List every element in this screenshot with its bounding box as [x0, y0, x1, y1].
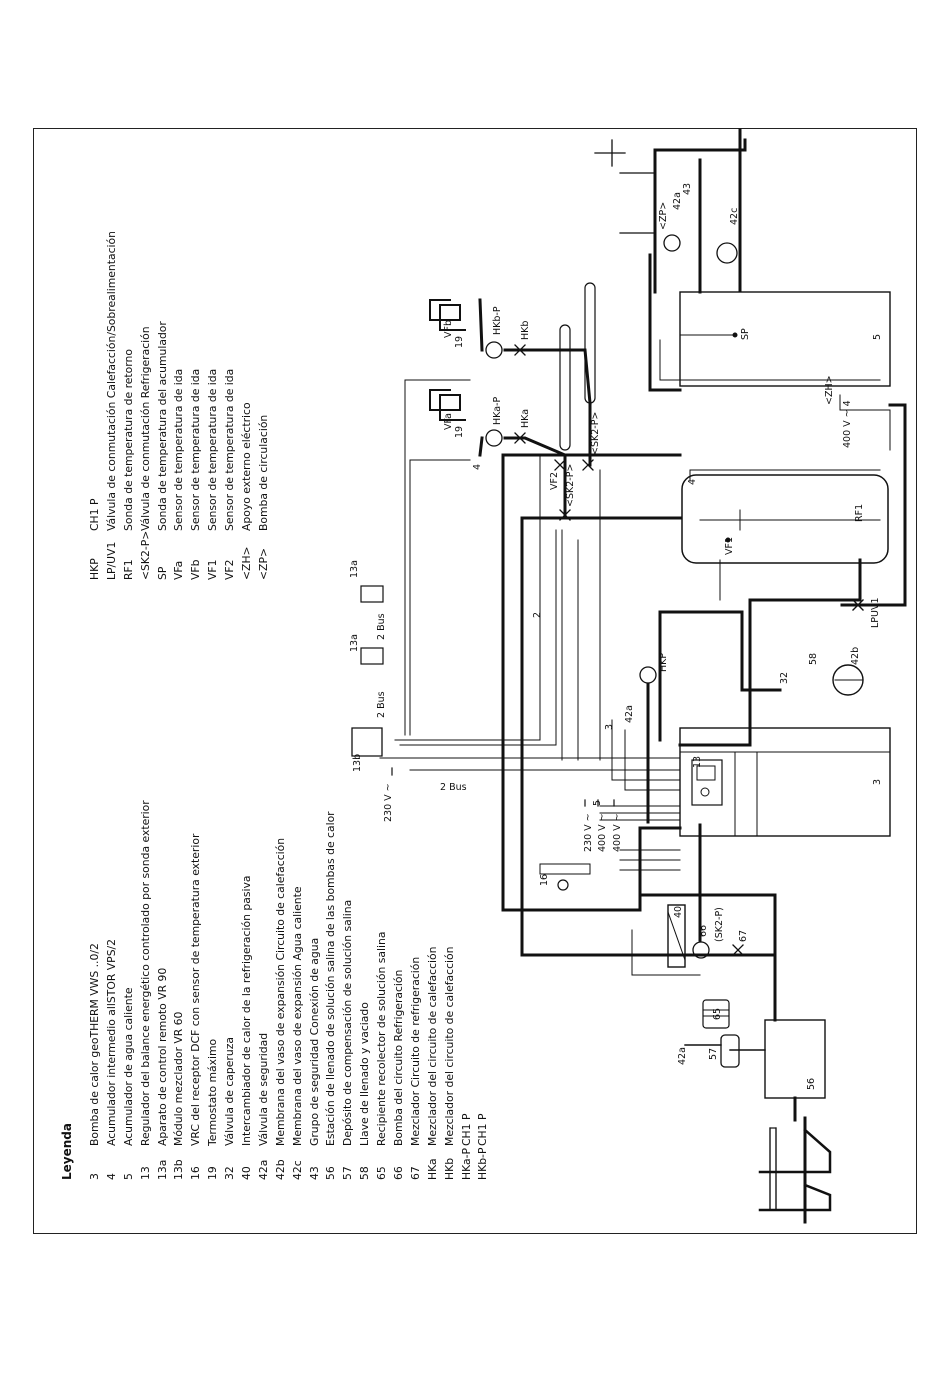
label-sp: SP	[740, 328, 751, 340]
label-heat-pump: 3	[872, 779, 883, 785]
label-buffer-tank: 4	[687, 479, 698, 485]
floor-heating-a	[429, 389, 466, 421]
label-hx: 40	[673, 906, 684, 918]
label-rf1: RF1	[854, 504, 865, 522]
remote-control-1	[360, 647, 384, 665]
brine-compensation-tank	[720, 1034, 740, 1068]
label-hka: HKa	[520, 409, 531, 428]
label-remote-1: 13a	[349, 634, 360, 652]
label-safety-valve-2: 42a	[624, 705, 635, 723]
brine-collector	[702, 999, 730, 1029]
label-sk2p-c: (SK2-P)	[714, 907, 725, 942]
label-thermostat-b: 19	[454, 336, 465, 348]
remote-control-2	[360, 585, 384, 603]
diagram-frame	[33, 128, 917, 1234]
hkb-pump	[485, 341, 503, 359]
label-safety-valve-1: 42a	[677, 1047, 688, 1065]
label-mixer-module: 13b	[352, 754, 363, 772]
label-brine-station: 56	[806, 1078, 817, 1090]
label-n2: 2	[532, 612, 543, 618]
label-n3: 3	[604, 724, 615, 730]
label-zp: <ZP>	[658, 202, 669, 230]
label-brine-collector: 65	[712, 1008, 723, 1020]
label-zh: <ZH>	[824, 375, 835, 405]
label-expansion-42b: 42b	[850, 647, 861, 665]
label-bus-3: 2 Bus	[440, 782, 467, 793]
label-vfb: VFb	[443, 320, 454, 338]
label-hkb-p: HKb-P	[492, 306, 503, 335]
label-cooling-mixer: 67	[738, 930, 749, 942]
dhw-tank	[679, 291, 891, 387]
heat-pump-unit	[679, 727, 891, 837]
buffer-tank	[681, 474, 889, 564]
label-400v-a: 400 V ~	[597, 813, 608, 852]
label-brine-tank: 57	[708, 1048, 719, 1060]
label-safety-valve-3: 42a	[672, 192, 683, 210]
label-vfa: VFa	[443, 413, 454, 430]
hkp-pump	[639, 666, 657, 684]
label-lpuv1: LPUV1	[870, 597, 881, 628]
label-expansion-42c: 42c	[729, 208, 740, 225]
label-sk2p-a: <SK2-P>	[565, 464, 576, 507]
label-n5: 5	[592, 800, 603, 806]
floor-heating-b	[429, 299, 466, 331]
expansion-vessel-42c	[716, 242, 738, 264]
label-drain-valve: 58	[808, 653, 819, 665]
label-sk2p-b: <SK2-P>	[590, 412, 601, 455]
passive-cooling-heat-exchanger	[667, 904, 686, 968]
label-hkp: HKP	[658, 653, 669, 672]
cooling-pump	[692, 941, 710, 959]
label-bus-1: 2 Bus	[376, 691, 387, 718]
label-dhw-tank: 5	[872, 334, 883, 340]
label-thermostat-a: 19	[454, 426, 465, 438]
label-vf2: VF2	[549, 472, 560, 490]
label-400v-zh: 400 V ~ 4	[842, 400, 853, 448]
label-hka-p: HKa-P	[492, 397, 503, 425]
controller-display	[691, 759, 723, 806]
label-bus-2: 2 Bus	[376, 613, 387, 640]
label-cap-valve: 32	[779, 672, 790, 684]
label-hkb: HKb	[520, 321, 531, 340]
label-vf1: VF1	[724, 537, 735, 555]
label-230v-b: 230 V ~	[583, 813, 594, 852]
label-dcf: 16	[539, 874, 550, 886]
label-400v-b: 400 V ~	[612, 813, 623, 852]
label-cooling-pump: 66	[698, 925, 709, 937]
label-230v: 230 V ~	[383, 783, 394, 822]
label-remote-2: 13a	[349, 560, 360, 578]
expansion-vessel-42b	[832, 664, 864, 696]
mixer-module-13b	[351, 727, 383, 757]
label-controller: 13	[692, 756, 703, 768]
dcf-receiver	[557, 879, 569, 891]
label-safety-group: 43	[682, 183, 693, 195]
hka-pump	[485, 429, 503, 447]
label-n4: 4	[472, 464, 483, 470]
circulation-pump	[663, 234, 681, 252]
